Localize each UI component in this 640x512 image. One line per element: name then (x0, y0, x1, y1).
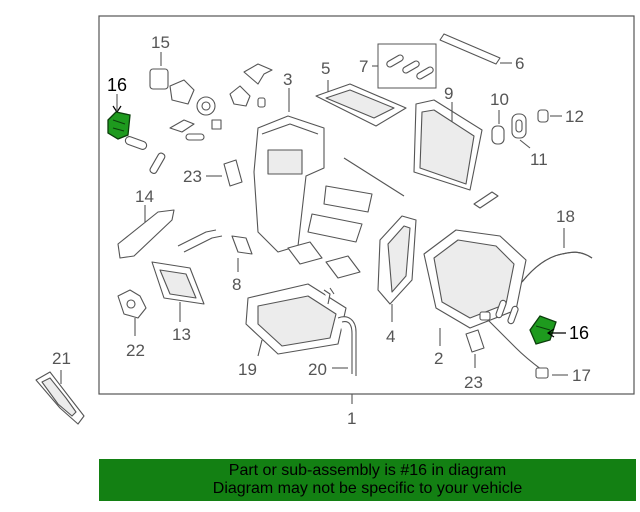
part-23-gasket-upper (206, 159, 243, 187)
callout-10: 10 (490, 90, 509, 109)
parts-diagram: 15 16 3 23 14 (35, 15, 635, 428)
part-4-duct-panel (377, 215, 417, 322)
notice-banner: Part or sub-assembly is #16 in diagram D… (99, 459, 636, 501)
callout-16-right: 16 (569, 323, 589, 343)
part-23-gasket-lower (465, 329, 485, 368)
callout-9: 9 (444, 84, 453, 103)
callout-19: 19 (238, 360, 257, 379)
part-20-drain-hose (332, 316, 357, 376)
part-16-highlighted-left (107, 94, 131, 140)
part-21-duct (35, 370, 85, 425)
callout-7: 7 (359, 57, 368, 76)
part-13-heater-core (151, 229, 223, 322)
part-6-seal-strip (439, 33, 512, 65)
callout-8: 8 (232, 275, 241, 294)
part-19-lower-case (245, 283, 347, 357)
callout-1: 1 (347, 409, 356, 428)
callout-12: 12 (565, 107, 584, 126)
callout-20: 20 (308, 360, 327, 379)
part-22-valve (117, 289, 147, 336)
part-5-filter-tray (315, 80, 407, 127)
callout-14: 14 (135, 187, 154, 206)
part-18-pipe (521, 228, 593, 283)
callout-3: 3 (283, 70, 292, 89)
part-2-main-housing (423, 229, 527, 346)
callout-4: 4 (386, 327, 395, 346)
banner-line-1: Part or sub-assembly is #16 in diagram (228, 462, 507, 479)
callout-17: 17 (572, 366, 591, 385)
callout-11: 11 (530, 150, 548, 169)
part-17-wiring (479, 311, 568, 379)
part-16-highlighted-right (529, 315, 566, 345)
part-14-duct (117, 205, 175, 259)
callout-15: 15 (151, 33, 170, 52)
part-9-evaporator (413, 99, 483, 191)
callout-23-upper: 23 (183, 167, 202, 186)
callout-23-lower: 23 (464, 373, 483, 392)
callout-13: 13 (172, 325, 191, 344)
part-12-clip (537, 109, 562, 123)
center-plates (287, 157, 405, 279)
diagram-frame (98, 15, 635, 395)
part-7-clips (372, 43, 437, 89)
part-3-upper-case (253, 88, 325, 253)
banner-line-2: Diagram may not be specific to your vehi… (212, 480, 523, 497)
callout-5: 5 (321, 59, 330, 78)
small-plate (473, 191, 499, 209)
callout-18: 18 (556, 207, 575, 226)
part-10-grommet (491, 110, 505, 145)
callout-16-left: 16 (107, 75, 127, 95)
part-11-grommet (511, 113, 531, 149)
part-8-seal (231, 235, 253, 272)
callout-6: 6 (515, 54, 524, 73)
small-parts-cluster (124, 63, 273, 174)
part-15-actuator (149, 52, 195, 105)
callout-2: 2 (434, 349, 443, 368)
small-clips (495, 299, 519, 325)
callout-21: 21 (52, 349, 71, 368)
callout-22: 22 (126, 341, 145, 360)
